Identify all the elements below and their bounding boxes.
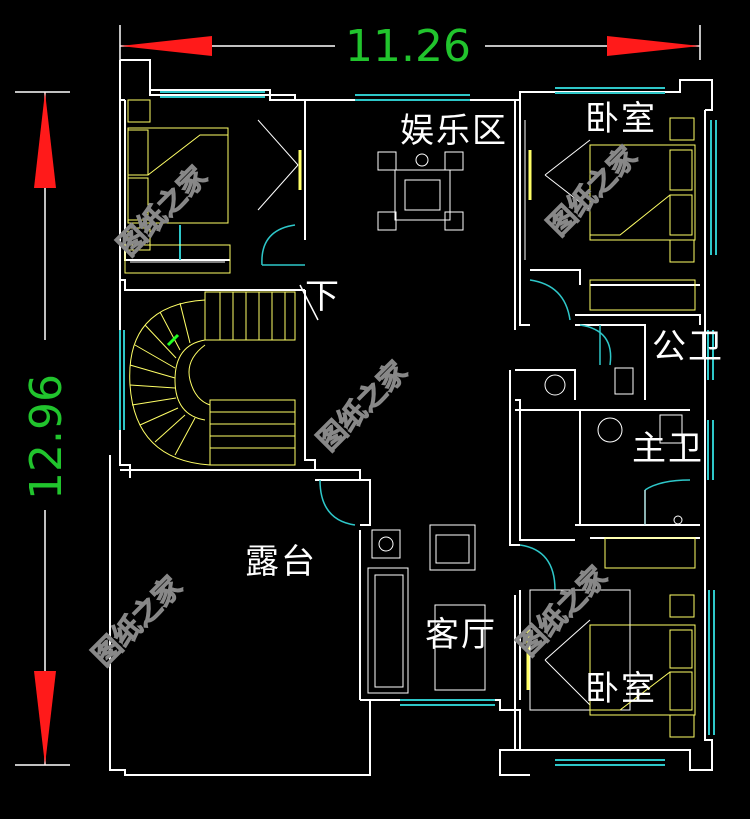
room-label-bedroom-ne: 卧室 [585,99,657,139]
windows [119,87,717,766]
dimension-arrows-horizontal [120,36,700,56]
room-label-living-room: 客厅 [425,615,497,655]
living-room-furniture [367,524,631,711]
stair-down-line [299,284,319,321]
bedroom-nw-furniture [124,99,302,274]
stair-arrow [166,333,180,347]
room-label-bedroom-se: 卧室 [585,669,657,709]
game-table [377,151,464,231]
bedroom-ne-furniture [524,117,696,311]
staircase [129,291,296,466]
height-dimension-label: 12.96 [21,374,72,500]
bedroom-se-furniture [589,537,696,738]
width-dimension-label: 11.26 [345,21,471,72]
room-label-public-bath: 公卫 [652,327,724,367]
dimension-arrows-vertical [34,92,56,765]
bathroom-fixtures [544,367,690,526]
room-label-entertainment: 娱乐区 [400,111,508,151]
room-label-stairs-down: 下 [305,277,341,317]
room-label-terrace: 露台 [245,542,317,582]
room-label-master-bath: 主卫 [632,429,704,469]
exterior-walls [109,59,713,776]
